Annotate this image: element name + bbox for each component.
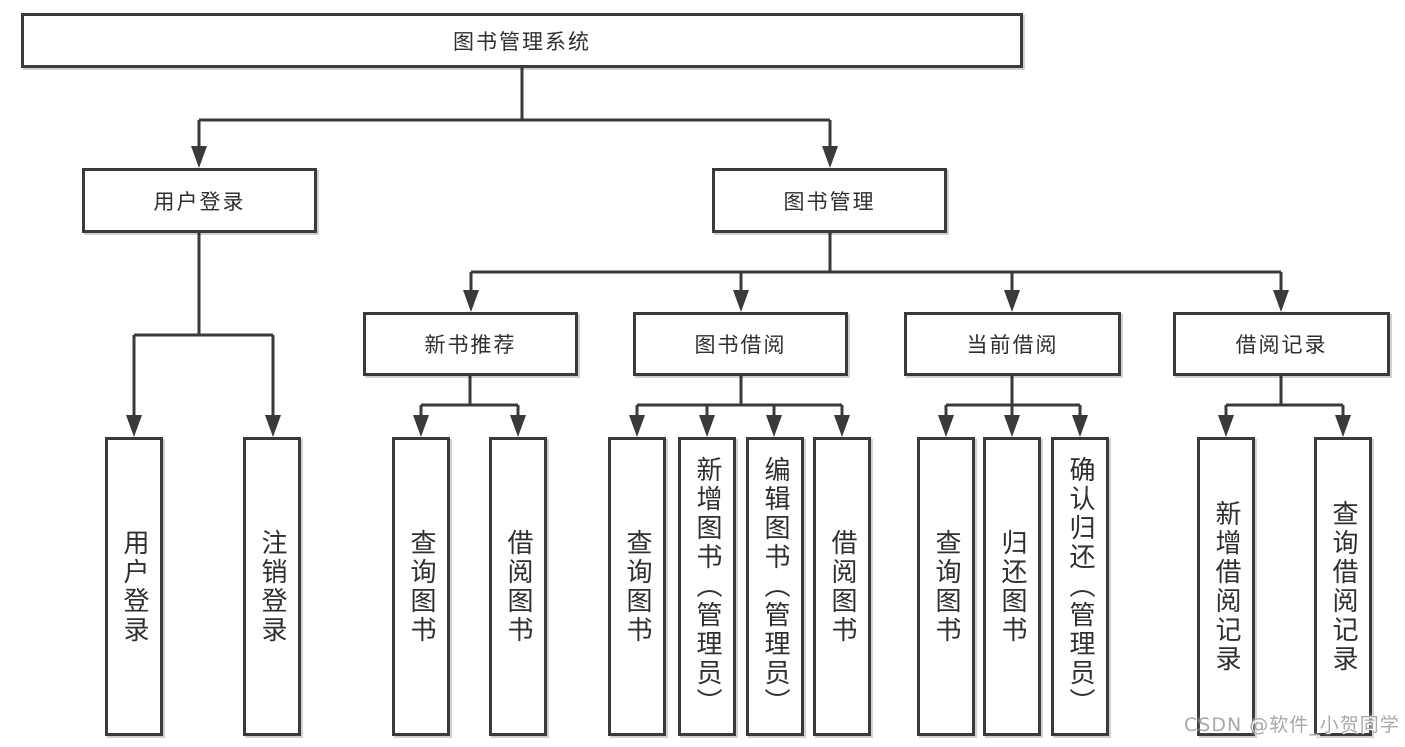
leaf-edit-book-admin-label: 编辑图书（管理员）	[760, 456, 790, 717]
connector-borrow-records	[1224, 376, 1345, 420]
arrowhead-icon	[1335, 415, 1351, 437]
connector-new-book-recommend	[419, 376, 520, 420]
arrowhead-icon	[1004, 290, 1020, 312]
arrowhead-icon	[463, 290, 479, 312]
arrowhead-icon	[265, 415, 281, 437]
arrowhead-icon	[766, 415, 782, 437]
node-borrow-records-label: 借阅记录	[1235, 333, 1328, 357]
leaf-logout-label: 注销登录	[257, 528, 287, 645]
arrowhead-icon	[1072, 415, 1088, 437]
node-book-management: 图书管理	[712, 168, 947, 233]
arrowhead-icon	[699, 415, 715, 437]
arrowhead-icon	[733, 290, 749, 312]
arrowhead-icon	[1004, 415, 1020, 437]
connector-book-management-branch	[469, 233, 1283, 296]
leaf-logout: 注销登录	[243, 437, 301, 736]
arrowhead-icon	[1218, 415, 1234, 437]
node-new-book-recommend: 新书推荐	[363, 312, 578, 376]
leaf-return-book-label: 归还图书	[997, 528, 1027, 645]
connector-book-borrow	[635, 376, 844, 420]
leaf-query-books-borrow: 查询图书	[608, 437, 666, 736]
leaf-query-books-borrow-label: 查询图书	[622, 528, 652, 645]
leaf-query-borrow-record-label: 查询借阅记录	[1328, 499, 1358, 674]
connector-root-to-level1	[197, 68, 832, 150]
node-user-login-label: 用户登录	[153, 189, 246, 214]
arrowhead-icon	[126, 415, 142, 437]
csdn-watermark: CSDN @软件_小贺同学	[1184, 714, 1400, 736]
node-root-label: 图书管理系统	[453, 29, 591, 54]
leaf-borrow-books-recommend-label: 借阅图书	[503, 528, 533, 645]
leaf-borrow-books-recommend: 借阅图书	[489, 437, 547, 736]
node-book-management-label: 图书管理	[783, 189, 876, 214]
node-root: 图书管理系统	[21, 13, 1023, 68]
leaf-return-book: 归还图书	[983, 437, 1041, 736]
arrowhead-icon	[938, 415, 954, 437]
connector-current-borrow	[944, 376, 1082, 420]
node-book-borrow: 图书借阅	[633, 312, 848, 376]
leaf-add-book-admin: 新增图书（管理员）	[678, 437, 736, 736]
arrowhead-icon	[834, 415, 850, 437]
arrowhead-icon	[191, 146, 207, 168]
leaf-add-borrow-record: 新增借阅记录	[1197, 437, 1255, 736]
connector-user-login-branch	[132, 233, 275, 420]
leaf-query-books-current-label: 查询图书	[931, 528, 961, 645]
arrowheads	[126, 146, 1351, 437]
node-current-borrow-label: 当前借阅	[966, 333, 1059, 357]
leaf-add-book-admin-label: 新增图书（管理员）	[692, 456, 722, 717]
arrowhead-icon	[1273, 290, 1289, 312]
leaf-user-login-label: 用户登录	[119, 528, 149, 645]
arrowhead-icon	[510, 415, 526, 437]
leaf-query-books-recommend: 查询图书	[392, 437, 450, 736]
leaf-edit-book-admin: 编辑图书（管理员）	[746, 437, 804, 736]
leaf-confirm-return-admin-label: 确认归还（管理员）	[1065, 456, 1095, 717]
node-new-book-recommend-label: 新书推荐	[424, 333, 517, 357]
leaf-query-borrow-record: 查询借阅记录	[1314, 437, 1372, 736]
node-book-borrow-label: 图书借阅	[694, 333, 787, 357]
node-user-login: 用户登录	[82, 168, 317, 233]
arrowhead-icon	[413, 415, 429, 437]
leaf-add-borrow-record-label: 新增借阅记录	[1211, 499, 1241, 674]
leaf-query-books-recommend-label: 查询图书	[406, 528, 436, 645]
leaf-query-books-current: 查询图书	[917, 437, 975, 736]
leaf-borrow-book: 借阅图书	[813, 437, 871, 736]
arrowhead-icon	[822, 146, 838, 168]
arrowhead-icon	[629, 415, 645, 437]
node-current-borrow: 当前借阅	[904, 312, 1121, 376]
leaf-borrow-book-label: 借阅图书	[827, 528, 857, 645]
leaf-user-login: 用户登录	[105, 437, 163, 736]
node-borrow-records: 借阅记录	[1173, 312, 1390, 376]
leaf-confirm-return-admin: 确认归还（管理员）	[1051, 437, 1109, 736]
